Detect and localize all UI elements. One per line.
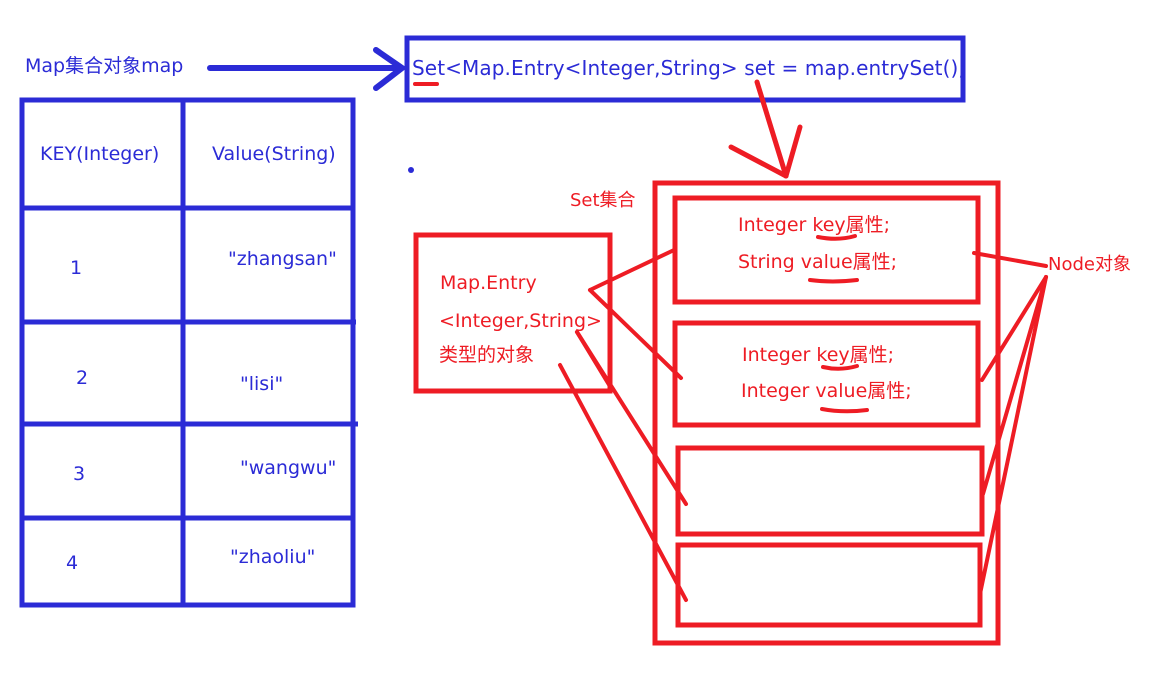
code-line: Set<Map.Entry<Integer,String> set = map.… [412,56,966,80]
table-key-4: 4 [66,552,79,574]
table-key-2: 2 [76,367,89,389]
table-value-3: "wangwu" [240,457,337,479]
node-2-line-2: Integer value属性; [741,380,912,402]
table-value-4: "zhaoliu" [230,546,316,568]
map-table-frame [19,97,358,608]
node-underlines [808,234,869,414]
set-label: Set集合 [570,190,636,211]
table-value-1: "zhangsan" [228,248,337,270]
node-2-line-1: Integer key属性; [742,344,895,366]
map-to-set-arrow [207,47,408,91]
entry-to-node-lines [558,248,688,602]
stray-dot [408,167,414,173]
entry-line-3: 类型的对象 [439,344,535,366]
node-label-lines [972,251,1048,596]
table-key-3: 3 [73,463,86,485]
entry-box [413,232,613,394]
code-box [404,35,966,103]
table-header-value: Value(String) [212,143,336,165]
set-box [652,180,1001,646]
node-box-4 [675,542,983,628]
node-label: Node对象 [1048,254,1131,275]
node-box-3 [675,445,985,537]
table-header-key: KEY(Integer) [40,143,160,165]
code-to-set-arrow [728,79,803,179]
node-1-line-2: String value属性; [738,251,898,273]
table-value-2: "lisi" [240,373,284,395]
map-label: Map集合对象map [25,55,184,77]
table-key-1: 1 [70,257,83,279]
entry-line-1: Map.Entry [440,272,537,294]
node-1-line-1: Integer key属性; [738,214,891,236]
entry-line-2: <Integer,String> [439,310,602,332]
